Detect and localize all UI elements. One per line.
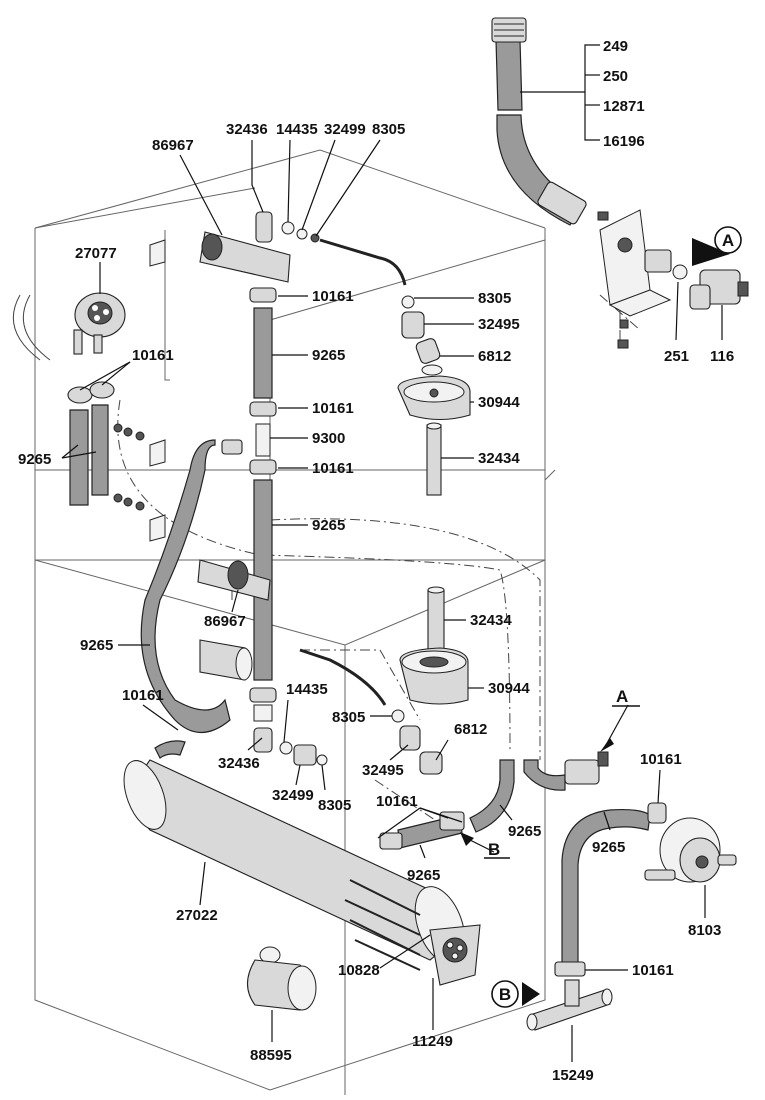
label-9300: 9300 [312, 430, 345, 447]
label-10161-a: 10161 [312, 288, 354, 305]
label-9265-left: 9265 [18, 451, 51, 468]
label-8103: 8103 [688, 922, 721, 939]
left-hoses-9265 [12, 294, 115, 506]
central-column [199, 211, 407, 722]
label-10161-d: 10161 [122, 687, 164, 704]
tank-27022 [123, 740, 466, 971]
device-27077 [73, 292, 126, 355]
right-hose-9265 [554, 802, 667, 977]
label-32434-top: 32434 [478, 450, 520, 467]
label-32499-mid: 32499 [272, 787, 314, 804]
label-14435-top: 14435 [276, 121, 318, 138]
label-9265-b: 9265 [312, 517, 345, 534]
label-250: 250 [603, 68, 628, 85]
label-86967-mid: 86967 [204, 613, 246, 630]
svg-text:B: B [499, 985, 511, 1004]
label-9265-a: 9265 [312, 347, 345, 364]
label-8305-top: 8305 [372, 121, 405, 138]
flange-11249 [429, 924, 481, 986]
label-8305-d: 8305 [318, 797, 351, 814]
upper-right-assembly [397, 295, 471, 496]
label-86967-top: 86967 [152, 137, 194, 154]
bottom-hoses [379, 751, 609, 850]
marker-b-bottom: B [491, 980, 540, 1008]
label-32499-top: 32499 [324, 121, 366, 138]
label-32434-mid: 32434 [470, 612, 512, 629]
label-9265-e: 9265 [592, 839, 625, 856]
lower-fittings [253, 727, 328, 766]
label-6812-mid: 6812 [454, 721, 487, 738]
label-9265-d: 9265 [508, 823, 541, 840]
label-9265-c: 9265 [80, 637, 113, 654]
label-10161-b: 10161 [312, 400, 354, 417]
label-30944-top: 30944 [478, 394, 520, 411]
label-6812-top: 6812 [478, 348, 511, 365]
cabinet-outline [34, 149, 556, 1095]
label-10161-left: 10161 [132, 347, 174, 364]
label-11249: 11249 [412, 1033, 453, 1050]
label-32436-top: 32436 [226, 121, 268, 138]
part-88595 [246, 946, 317, 1011]
label-27022: 27022 [176, 907, 218, 924]
wall-brackets [113, 239, 166, 542]
label-30944-mid: 30944 [488, 680, 530, 697]
label-249: 249 [603, 38, 628, 55]
label-32495-mid: 32495 [362, 762, 404, 779]
label-32495-top: 32495 [478, 316, 520, 333]
label-251: 251 [664, 348, 689, 365]
marker-a-mid: A [616, 687, 628, 706]
label-9265-f: 9265 [407, 867, 440, 884]
tee-15249 [526, 979, 613, 1031]
label-10161-e: 10161 [640, 751, 682, 768]
pump-8103 [644, 817, 737, 883]
label-10161-g: 10161 [632, 962, 674, 979]
label-88595: 88595 [250, 1047, 292, 1064]
part-labels: 249 250 12871 16196 251 116 32436 14435 … [18, 38, 734, 1084]
label-10828: 10828 [338, 962, 380, 979]
valve-bracket [597, 209, 749, 349]
label-10161-c: 10161 [312, 460, 354, 477]
routing-lines [117, 294, 641, 831]
leader-lines [61, 44, 723, 1062]
marker-a-top: A [692, 226, 742, 266]
label-116: 116 [710, 348, 734, 365]
label-27077: 27077 [75, 245, 117, 262]
label-16196: 16196 [603, 133, 645, 150]
inlet-hose-249 [491, 17, 587, 226]
marker-b-mid: B [488, 840, 500, 859]
pipe-86967-mid [197, 559, 271, 681]
label-8305-b: 8305 [478, 290, 511, 307]
label-32436-mid: 32436 [218, 755, 260, 772]
label-10161-f: 10161 [376, 793, 418, 810]
main-hose-9265 [140, 439, 243, 733]
label-15249: 15249 [552, 1067, 594, 1084]
label-14435-mid: 14435 [286, 681, 328, 698]
svg-text:A: A [722, 231, 734, 250]
label-12871: 12871 [603, 98, 645, 115]
mid-right-assembly [299, 586, 469, 775]
label-8305-c: 8305 [332, 709, 365, 726]
